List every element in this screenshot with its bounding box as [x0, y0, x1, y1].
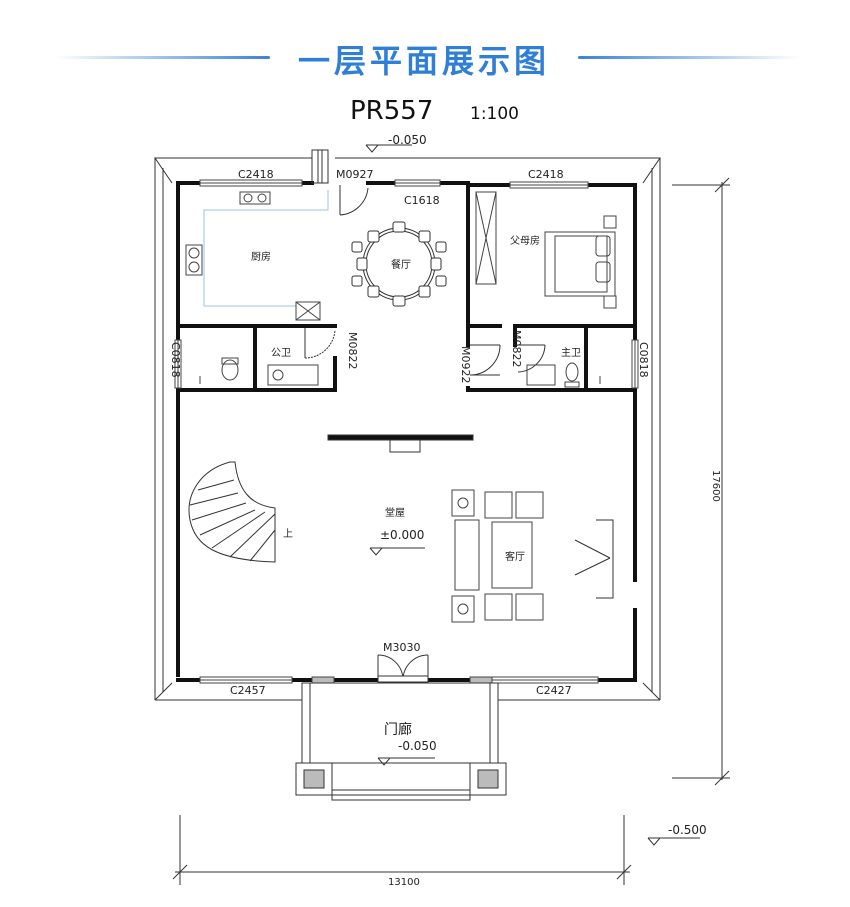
label-c2427: C2427: [536, 684, 572, 697]
level-entry-top: -0.050: [388, 133, 427, 147]
walls: [176, 181, 637, 682]
label-c1618: C1618: [404, 194, 440, 207]
outer-frame: [154, 157, 661, 701]
label-m3030: M3030: [383, 641, 421, 654]
dimension-lines: [172, 177, 730, 885]
room-porch: 门廊: [384, 721, 412, 738]
header-rule-right: [578, 56, 800, 59]
room-public-bath: 公卫: [271, 348, 291, 359]
level-porch: -0.050: [398, 739, 437, 753]
label-m0922: M0922: [459, 346, 472, 384]
level-ground: -0.500: [668, 823, 707, 837]
label-m0927: M0927: [336, 168, 374, 181]
page-title: 一层平面展示图: [297, 42, 550, 80]
label-c2457: C2457: [230, 684, 266, 697]
label-c2418-right: C2418: [528, 168, 564, 181]
label-c0818-left: C0818: [169, 342, 182, 378]
hall-elements: [188, 434, 614, 599]
plan-code: PR557: [350, 96, 434, 126]
room-hall: 堂屋: [385, 507, 405, 519]
page-header: 一层平面展示图: [0, 0, 850, 90]
room-dining: 餐厅: [391, 258, 411, 271]
room-kitchen: 厨房: [251, 250, 271, 263]
header-rule-left: [55, 56, 270, 59]
dimension-depth: 17600: [710, 470, 721, 502]
level-hall: ±0.000: [380, 528, 424, 542]
parents-room-furniture: [475, 191, 617, 309]
plan-scale: 1:100: [470, 104, 519, 124]
living-room-sofa-set: [451, 489, 544, 623]
doors: [304, 149, 546, 683]
stair-up-label: 上: [283, 528, 293, 540]
kitchen-counter: [185, 190, 329, 321]
label-c0818-right: C0818: [637, 342, 650, 378]
room-parents: 父母房: [510, 234, 540, 247]
room-master-bath: 主卫: [561, 347, 581, 359]
label-m0822-left: M0822: [346, 332, 359, 370]
dining-table: [351, 221, 447, 307]
windows: [174, 179, 639, 684]
dimension-width: 13100: [388, 877, 420, 888]
label-c2418-left: C2418: [238, 168, 274, 181]
room-living: 客厅: [505, 550, 525, 563]
porch: [295, 682, 507, 801]
level-markers: [365, 144, 700, 846]
bathroom-fixtures: [199, 357, 601, 388]
label-m0822-right: M0822: [510, 330, 523, 368]
